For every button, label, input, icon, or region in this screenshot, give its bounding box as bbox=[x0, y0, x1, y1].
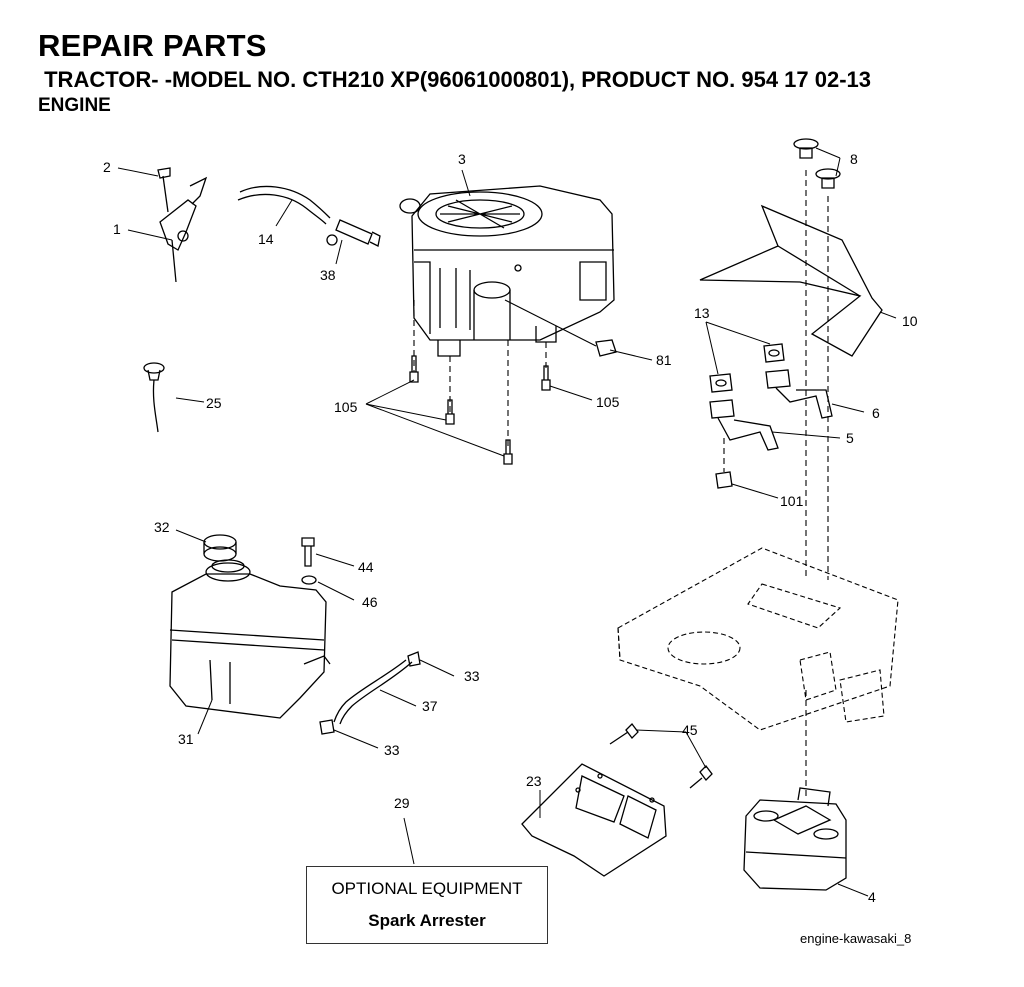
muffler bbox=[743, 787, 847, 891]
callout-46: 46 bbox=[362, 594, 378, 610]
fuel-fitting bbox=[326, 219, 381, 247]
callout-81: 81 bbox=[656, 352, 672, 368]
callout-14: 14 bbox=[258, 231, 274, 247]
callout-33-upper: 33 bbox=[464, 668, 480, 684]
optional-equipment-box: OPTIONAL EQUIPMENT Spark Arrester bbox=[306, 866, 548, 944]
throttle-control-bracket bbox=[157, 167, 208, 283]
fuel-line bbox=[239, 185, 331, 219]
heat-shield bbox=[521, 763, 667, 877]
tank-fuel-line bbox=[339, 661, 413, 725]
exhaust-gaskets bbox=[709, 343, 785, 393]
spark-arrester-label: Spark Arrester bbox=[368, 911, 486, 930]
shield-bolts bbox=[609, 723, 713, 789]
tank-washer bbox=[301, 575, 317, 585]
callout-32: 32 bbox=[154, 519, 170, 535]
callout-8: 8 bbox=[850, 151, 858, 167]
callout-3: 3 bbox=[458, 151, 466, 167]
callout-25: 25 bbox=[206, 395, 222, 411]
callout-33-lower: 33 bbox=[384, 742, 400, 758]
callout-101: 101 bbox=[780, 493, 804, 509]
callout-5: 5 bbox=[846, 430, 854, 446]
chassis-frame bbox=[617, 547, 899, 731]
fuel-tank bbox=[169, 559, 331, 719]
callout-31: 31 bbox=[178, 731, 194, 747]
callout-leaders bbox=[117, 147, 897, 897]
exhaust-nut bbox=[715, 471, 733, 489]
page-title: REPAIR PARTS bbox=[38, 28, 267, 63]
callout-6: 6 bbox=[872, 405, 880, 421]
callout-10: 10 bbox=[902, 313, 918, 329]
engine-mount-bolts bbox=[409, 355, 551, 465]
callout-44: 44 bbox=[358, 559, 374, 575]
fuel-cap bbox=[203, 534, 237, 562]
callout-29: 29 bbox=[394, 795, 410, 811]
callout-105-left: 105 bbox=[334, 399, 358, 415]
callout-13: 13 bbox=[694, 305, 710, 321]
hose-clamps bbox=[319, 651, 421, 735]
engine-nut bbox=[595, 339, 617, 357]
exhaust-pipe-right bbox=[765, 369, 833, 419]
callout-45: 45 bbox=[682, 722, 698, 738]
choke-control bbox=[143, 362, 165, 433]
callout-23: 23 bbox=[526, 773, 542, 789]
callout-1: 1 bbox=[113, 221, 121, 237]
model-subtitle: TRACTOR- -MODEL NO. CTH210 XP(9606100080… bbox=[38, 67, 872, 92]
callout-38: 38 bbox=[320, 267, 336, 283]
chassis-bolts bbox=[793, 138, 841, 189]
callout-2: 2 bbox=[103, 159, 111, 175]
figure-id: engine-kawasaki_8 bbox=[800, 931, 912, 946]
section-heading: ENGINE bbox=[38, 95, 111, 116]
callout-37: 37 bbox=[422, 698, 438, 714]
tank-screw bbox=[301, 537, 315, 567]
callout-105-right: 105 bbox=[596, 394, 620, 410]
engine-assembly bbox=[399, 185, 615, 357]
exhaust-pipe-left bbox=[709, 399, 779, 451]
exhaust-deflector bbox=[699, 204, 883, 357]
callout-4: 4 bbox=[868, 889, 876, 905]
optional-equipment-label: OPTIONAL EQUIPMENT bbox=[331, 879, 523, 898]
